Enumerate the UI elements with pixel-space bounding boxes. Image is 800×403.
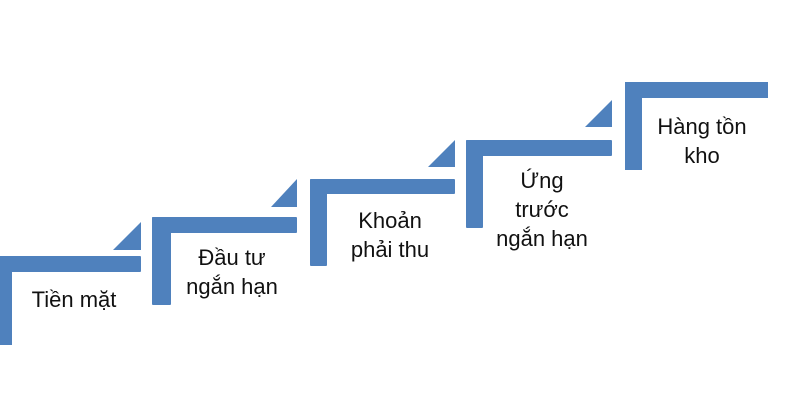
step-5-text-line-1: Hàng tồn bbox=[657, 114, 747, 139]
step-5-text-line-2: kho bbox=[684, 143, 720, 168]
step-1-label: Tiền mặt bbox=[22, 285, 126, 314]
step-2-text-line-2: ngắn hạn bbox=[186, 274, 278, 299]
step-4-text-line-1: Ứng bbox=[520, 168, 564, 193]
step-3-label: Khoản phải thu bbox=[332, 206, 448, 264]
step-4-bracket bbox=[466, 100, 612, 228]
step-3-text-line-1: Khoản bbox=[358, 208, 422, 233]
step-4-label: Ứng trước ngắn hạn bbox=[482, 166, 602, 253]
step-5-label: Hàng tồn kho bbox=[642, 112, 762, 170]
step-1-arrow-triangle bbox=[113, 222, 141, 250]
step-4-arrow-triangle bbox=[585, 100, 612, 127]
step-2-label: Đầu tư ngắn hạn bbox=[172, 243, 292, 301]
step-4-text-line-2: trước bbox=[515, 197, 569, 222]
step-2-bracket bbox=[152, 179, 297, 305]
step-3-text-line-2: phải thu bbox=[350, 237, 430, 262]
step-2-arrow-triangle bbox=[271, 179, 297, 207]
step-1-text: Tiền mặt bbox=[31, 287, 117, 312]
step-4-text-line-3: ngắn hạn bbox=[496, 226, 588, 251]
step-3-bracket bbox=[310, 140, 455, 266]
step-3-arrow-triangle bbox=[428, 140, 455, 167]
step-1-bracket bbox=[0, 222, 141, 345]
step-5-bracket bbox=[625, 82, 768, 170]
step-2-text-line-1: Đầu tư bbox=[198, 245, 266, 270]
